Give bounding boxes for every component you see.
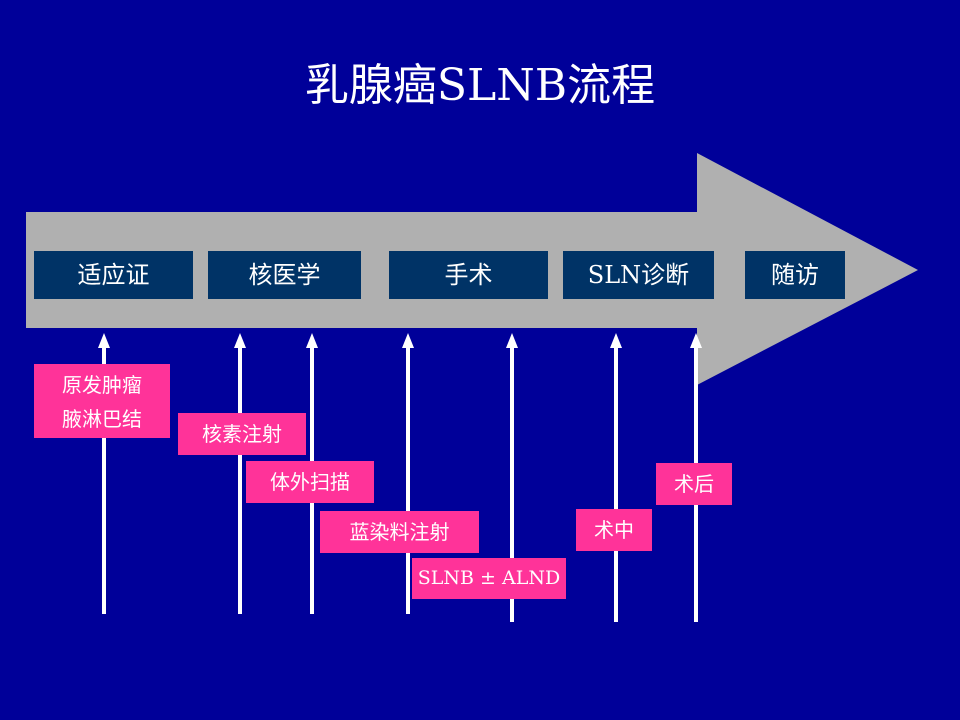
pointer-arrowhead-icon	[402, 333, 414, 348]
note-line: 腋淋巴结	[62, 407, 142, 431]
pointer-arrowhead-icon	[610, 333, 622, 348]
stage-indications: 适应证	[34, 251, 193, 299]
pointer-arrowhead-icon	[690, 333, 702, 348]
pointer-arrowhead-icon	[506, 333, 518, 348]
note-radionuclide-injection: 核素注射	[178, 413, 306, 455]
note-primary-tumor-axillary: 原发肿瘤 腋淋巴结	[34, 364, 170, 438]
stage-surgery: 手术	[389, 251, 548, 299]
pointer-arrowhead-icon	[234, 333, 246, 348]
stage-sln-diagnosis: SLN诊断	[563, 251, 714, 299]
note-line: 原发肿瘤	[62, 373, 142, 397]
stage-follow-up: 随访	[745, 251, 845, 299]
note-external-scan: 体外扫描	[246, 461, 374, 503]
note-intraoperative: 术中	[576, 509, 652, 551]
pointer-arrowhead-icon	[306, 333, 318, 348]
slide-title: 乳腺癌SLNB流程	[304, 60, 656, 111]
note-blue-dye-injection: 蓝染料注射	[320, 511, 479, 553]
note-slnb-alnd: SLNB ± ALND	[412, 558, 566, 599]
stage-nuclear-medicine: 核医学	[208, 251, 361, 299]
pointer-arrowhead-icon	[98, 333, 110, 348]
note-postoperative: 术后	[656, 463, 732, 505]
